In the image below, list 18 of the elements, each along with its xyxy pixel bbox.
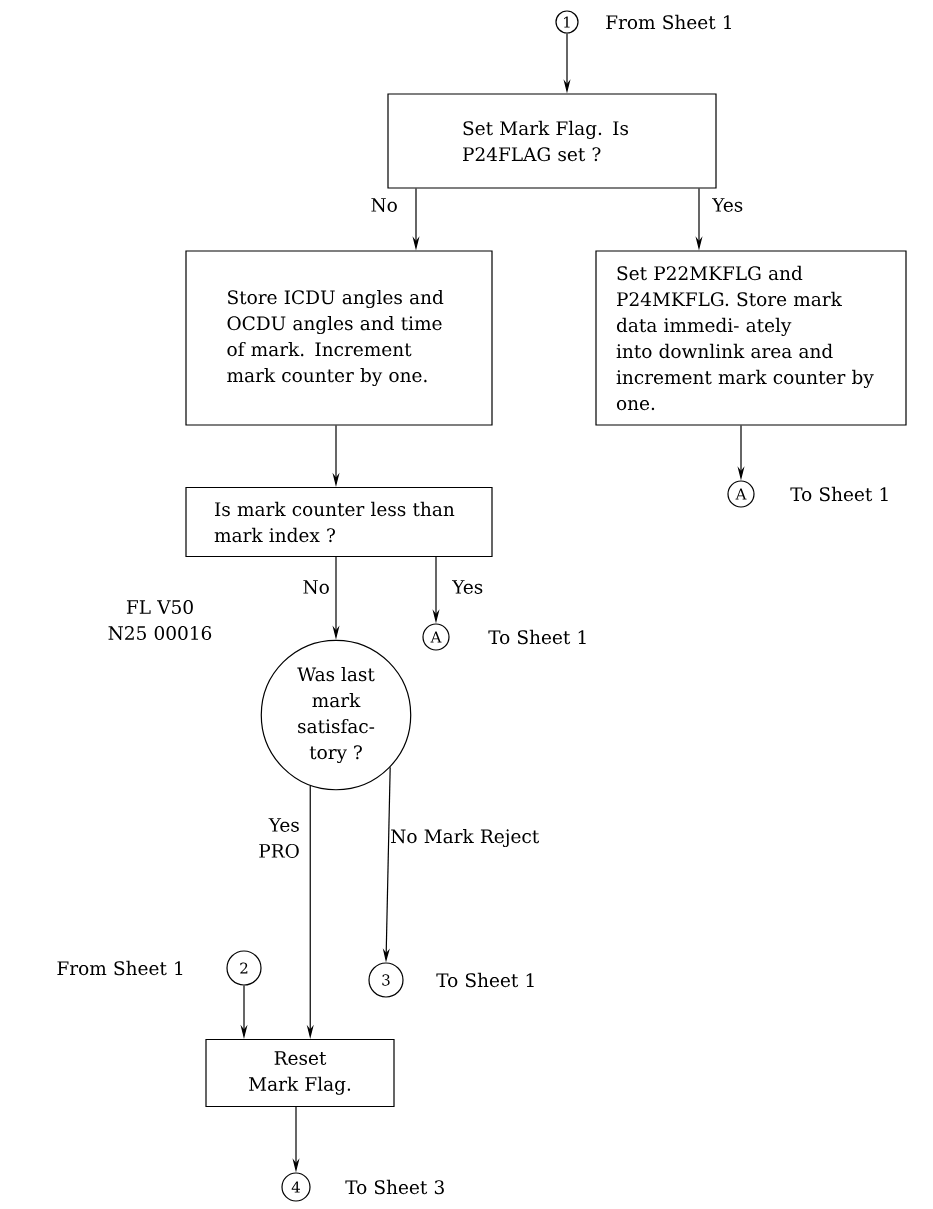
sheet-reference: From Sheet 1 <box>606 14 731 30</box>
sheet-reference: FL V50 N25 00016 <box>108 600 212 640</box>
sheet-reference: To Sheet 1 <box>488 629 586 645</box>
process-box: Set P22MKFLG and P24MKFLG. Store mark data immedi- ately into downlink area and increment mark counter by one. <box>595 250 907 426</box>
process-box: Store ICDU angles and OCDU angles and time of mark. Increment mark counter by one. <box>185 250 493 426</box>
edge-label: No <box>371 198 397 212</box>
process-box: Is mark counter less than mark index ? <box>185 486 493 558</box>
sheet-reference: To Sheet 3 <box>345 1179 444 1195</box>
edge-label: Yes <box>452 580 483 594</box>
process-box: Set Mark Flag. Is P24FLAG set ? <box>387 93 717 189</box>
sheet-reference: From Sheet 1 <box>57 960 183 976</box>
edge-label: No Mark Reject <box>391 828 540 848</box>
edge-label: Yes <box>712 198 743 212</box>
sheet-reference: To Sheet 1 <box>790 486 888 502</box>
process-box: Reset Mark Flag. <box>205 1038 395 1108</box>
edge-label: No <box>303 580 329 594</box>
sheet-reference: To Sheet 1 <box>436 972 534 988</box>
edge-label: Yes PRO <box>259 818 299 858</box>
